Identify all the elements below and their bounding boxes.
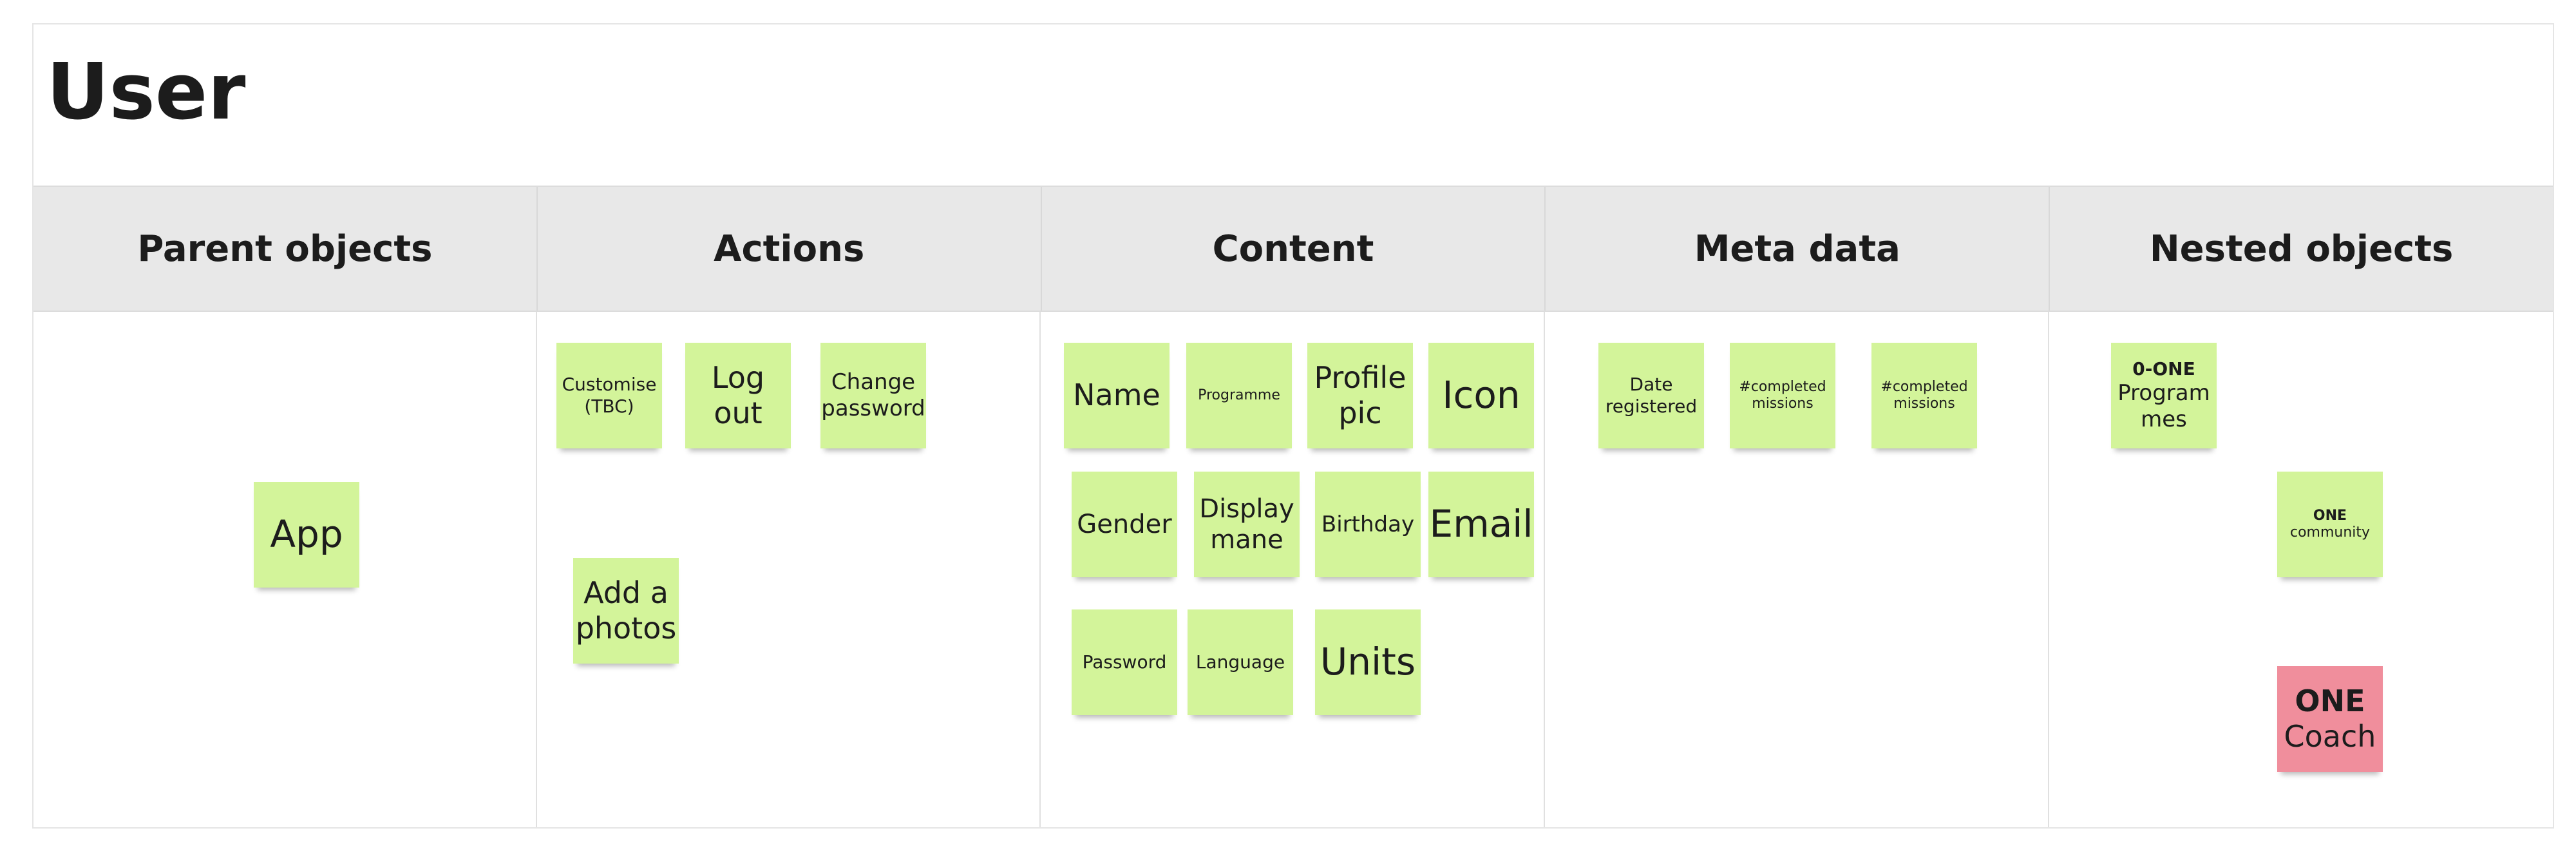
sticky-gender[interactable]: Gender xyxy=(1072,472,1177,577)
column-header-actions: Actions xyxy=(538,187,1042,311)
sticky-community-label: community xyxy=(2289,524,2371,541)
column-header-row: Parent objects Actions Content Meta data… xyxy=(33,186,2553,312)
sticky-add-photos[interactable]: Add a photos xyxy=(573,558,679,664)
sticky-display-name[interactable]: Display mane xyxy=(1194,472,1300,577)
sticky-community[interactable]: ONE community xyxy=(2277,472,2383,577)
column-divider xyxy=(536,312,537,827)
sticky-coach-label: Coach xyxy=(2284,719,2376,754)
sticky-coach[interactable]: ONE Coach xyxy=(2277,666,2383,772)
sticky-password[interactable]: Password xyxy=(1072,609,1177,715)
sticky-app[interactable]: App xyxy=(254,482,359,588)
sticky-completed-missions-2[interactable]: #completed missions xyxy=(1871,343,1977,448)
column-divider xyxy=(1039,312,1041,827)
sticky-email[interactable]: Email xyxy=(1428,472,1534,577)
board-title: User xyxy=(46,48,246,137)
sticky-completed-missions-1[interactable]: #completed missions xyxy=(1730,343,1835,448)
sticky-programme[interactable]: Programme xyxy=(1186,343,1292,448)
sticky-profile-pic[interactable]: Profile pic xyxy=(1307,343,1413,448)
sticky-birthday[interactable]: Birthday xyxy=(1315,472,1421,577)
board: User Parent objects Actions Content Meta… xyxy=(32,23,2554,829)
sticky-name[interactable]: Name xyxy=(1064,343,1170,448)
column-header-parent-objects: Parent objects xyxy=(33,187,538,311)
column-header-meta-data: Meta data xyxy=(1546,187,2050,311)
sticky-programmes-label: Program mes xyxy=(2117,380,2210,432)
sticky-language[interactable]: Language xyxy=(1188,609,1293,715)
column-divider xyxy=(2048,312,2049,827)
column-header-content: Content xyxy=(1042,187,1546,311)
sticky-icon[interactable]: Icon xyxy=(1428,343,1534,448)
sticky-community-qualifier: ONE xyxy=(2313,507,2347,524)
sticky-customise[interactable]: Customise (TBC) xyxy=(556,343,662,448)
sticky-programmes[interactable]: 0-ONE Program mes xyxy=(2111,343,2217,448)
column-divider xyxy=(1544,312,1545,827)
sticky-date-registered[interactable]: Date registered xyxy=(1598,343,1704,448)
column-header-nested-objects: Nested objects xyxy=(2149,227,2454,270)
sticky-log-out[interactable]: Log out xyxy=(685,343,791,448)
sticky-units[interactable]: Units xyxy=(1315,609,1421,715)
sticky-programmes-qualifier: 0-ONE xyxy=(2132,358,2195,380)
sticky-change-password[interactable]: Change password xyxy=(820,343,926,448)
sticky-coach-qualifier: ONE xyxy=(2295,683,2365,718)
